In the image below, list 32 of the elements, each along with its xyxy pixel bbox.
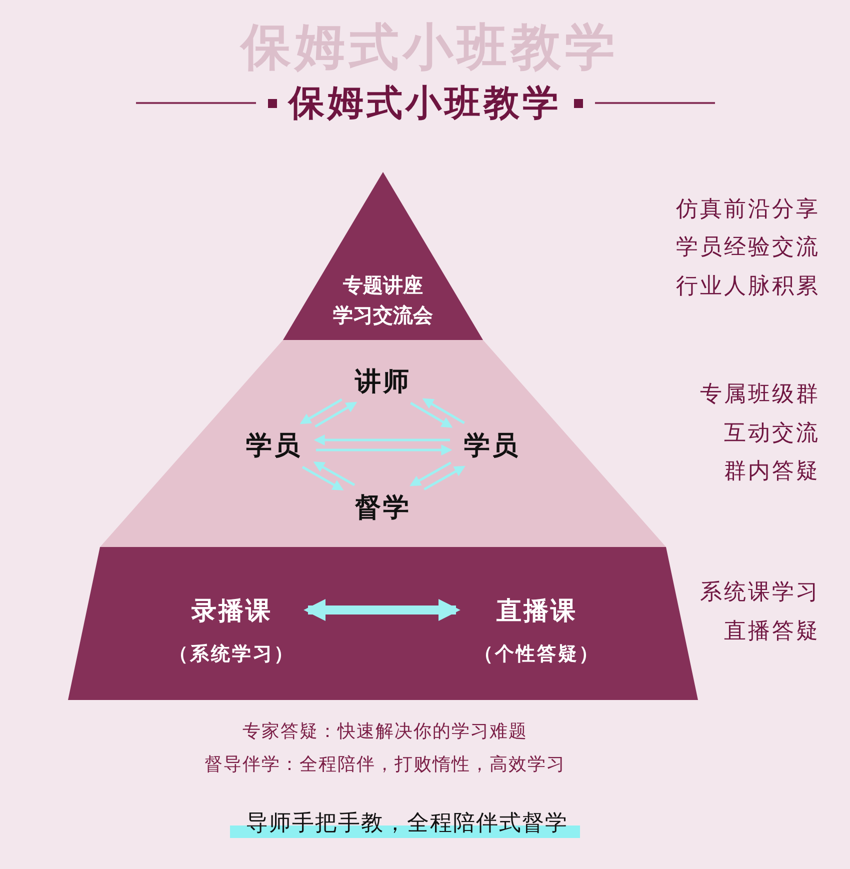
role-label: 学员	[456, 426, 528, 464]
note-text: 行业人脉积累	[675, 273, 820, 301]
arrow	[410, 462, 452, 486]
role-label: 学员	[238, 426, 310, 464]
double-arrow	[304, 599, 460, 621]
note-text: 专属班级群	[699, 381, 820, 409]
note-text: 直播答疑	[723, 618, 820, 646]
note-text: 督导伴学：全程陪伴，打败惰性，高效学习	[204, 753, 566, 776]
note-text: 仿真前沿分享	[675, 196, 820, 224]
arrow	[410, 402, 453, 428]
note-text: 互动交流	[723, 420, 820, 448]
course-title: 直播课	[496, 595, 578, 627]
title: 保姆式小班教学	[288, 82, 562, 126]
tier-text: 专题讲座	[343, 272, 423, 299]
arrow	[316, 444, 452, 456]
tier-text: 学习交流会	[333, 302, 433, 329]
arrow	[314, 434, 450, 446]
note-text: 专家答疑：快速解决你的学习难题	[242, 720, 528, 743]
note-text: 系统课学习	[699, 579, 820, 607]
arrow	[302, 466, 344, 490]
role-label: 讲师	[347, 362, 419, 400]
arrow	[424, 466, 466, 490]
course-title: 录播课	[192, 595, 272, 627]
arrow	[314, 402, 358, 428]
course-note: （个性答疑）	[474, 642, 600, 667]
arrow	[422, 398, 465, 424]
role-label: 督学	[347, 488, 419, 526]
note-text: 学员经验交流	[675, 234, 820, 262]
arrow	[300, 398, 342, 424]
course-note: （系统学习）	[169, 642, 295, 667]
note-text: 群内答疑	[723, 458, 820, 486]
arrow	[313, 462, 356, 486]
